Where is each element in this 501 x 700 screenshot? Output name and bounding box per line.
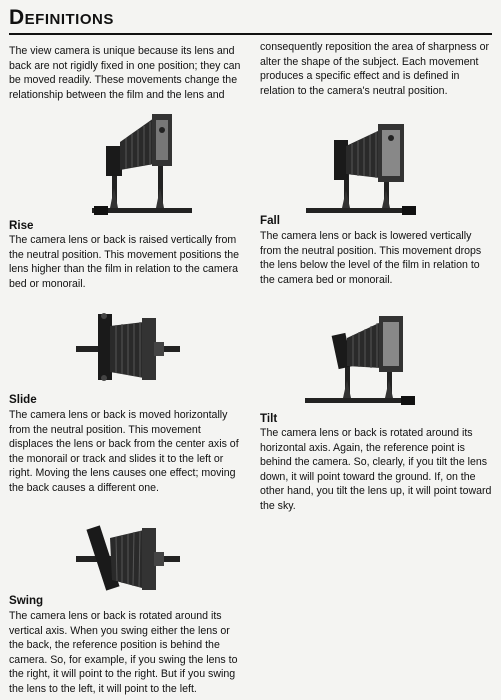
rise-heading: Rise [9, 219, 34, 232]
title-rule [9, 33, 492, 35]
swing-heading: Swing [9, 594, 44, 607]
tilt-camera-illustration [305, 308, 415, 408]
tilt-heading: Tilt [260, 412, 278, 425]
rise-text: The camera lens or back is raised vertic… [9, 234, 240, 290]
tilt-text: The camera lens or back is rotated aroun… [260, 427, 492, 512]
slide-text: The camera lens or back is moved horizon… [9, 409, 239, 494]
rise-camera-illustration [92, 108, 192, 218]
swing-camera-illustration [76, 518, 180, 598]
fall-text: The camera lens or back is lowered verti… [260, 230, 482, 286]
fall-camera-illustration [306, 120, 416, 220]
fall-heading: Fall [260, 214, 280, 227]
slide-camera-illustration [76, 308, 180, 388]
intro-right-column: consequently reposition the area of shar… [260, 41, 490, 97]
swing-text: The camera lens or back is rotated aroun… [9, 610, 238, 695]
slide-heading: Slide [9, 393, 37, 406]
page-title: Definitions [9, 6, 114, 29]
intro-left-column: The view camera is unique because its le… [9, 45, 241, 101]
